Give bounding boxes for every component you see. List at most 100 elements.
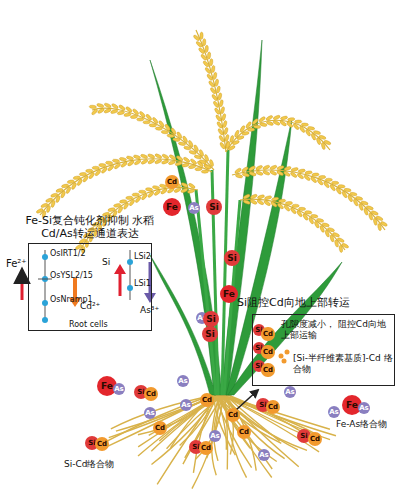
rice-grain [107, 164, 114, 171]
rice-grain [270, 201, 278, 208]
element-ball: Cd [261, 345, 274, 358]
rice-grain [250, 194, 258, 200]
element-symbol: As [178, 378, 188, 385]
element-symbol: As [145, 410, 155, 417]
rice-grain [206, 73, 213, 81]
rice-grain [255, 165, 263, 171]
element-symbol: Cd [155, 425, 165, 432]
rice-grain [314, 221, 320, 229]
rice-grain [318, 175, 325, 179]
rice-grain [380, 221, 388, 227]
root-strand [151, 394, 218, 465]
rice-grain [71, 182, 77, 190]
rice-grain [73, 176, 81, 180]
rice-grain [269, 170, 277, 176]
rice-grain [322, 222, 330, 227]
element-ball: Si [202, 326, 218, 342]
element-ball: Si [203, 311, 219, 327]
rice-grain [155, 127, 162, 131]
rice-grain [194, 154, 202, 159]
rice-grain [141, 193, 148, 200]
element-ball: Fe [220, 285, 238, 303]
rice-grain [271, 197, 279, 202]
rice-grain [313, 130, 321, 135]
rice-grain [161, 159, 169, 165]
rice-grain [101, 167, 108, 174]
element-ball: Cd [199, 441, 213, 455]
rice-grain [250, 199, 258, 205]
element-symbol: As [181, 402, 191, 409]
rice-grain [266, 121, 274, 126]
rice-grain [120, 161, 128, 168]
rice-grain [141, 159, 149, 165]
rice-grain [94, 169, 101, 177]
rice-grain [132, 108, 139, 115]
rice-grain [182, 135, 188, 143]
rice-grain [307, 126, 315, 130]
rice-grain [188, 165, 196, 169]
element-symbol: As [189, 205, 199, 212]
rice-grain [216, 121, 223, 129]
rice-grain [312, 173, 319, 177]
rice-grain [220, 106, 225, 114]
rice-grain [190, 158, 198, 165]
rice-grain [79, 172, 86, 176]
rice-grain [235, 174, 243, 179]
rice-grain [283, 205, 290, 212]
rice-grain [218, 93, 223, 101]
rice-grain [210, 87, 217, 95]
rice-grain [256, 170, 264, 176]
rice-grain [184, 146, 192, 151]
rice-grain [50, 192, 58, 197]
element-symbol: Cd [201, 445, 211, 452]
rice-grain [127, 160, 135, 167]
element-ball: Cd [266, 400, 280, 414]
element-ball: As [284, 386, 297, 399]
element-symbol: Fe [101, 382, 113, 391]
rice-grain [308, 217, 314, 225]
element-symbol: As [329, 409, 339, 416]
rice-grain [135, 196, 142, 204]
panel-box: Si阻控Cd向地上部转运孔隙度减小， 阻控Cd向地上部运输[Si-半纤维素基质]… [252, 314, 395, 386]
rice-grain [40, 202, 48, 208]
rice-grain [92, 166, 99, 169]
rice-grain [89, 105, 96, 109]
rice-grain [124, 113, 132, 117]
rice-grain [209, 58, 213, 66]
rice-grain [213, 101, 220, 109]
rice-grain [161, 130, 168, 134]
rice-grain [152, 117, 159, 125]
panel-text: [Si-半纤维素基质]-Cd 络合物 [293, 353, 393, 375]
rice-grain [344, 188, 352, 192]
rice-grain [147, 158, 155, 164]
rice-grain [262, 170, 270, 176]
rice-grain [234, 167, 242, 174]
rice-grain [216, 86, 221, 94]
rice-grain [303, 174, 311, 181]
rice-grain [361, 200, 369, 205]
rice-grain [169, 154, 177, 161]
annotation-label: LSi1 [134, 280, 151, 289]
annotation-label: Fe-As络合物 [336, 420, 387, 430]
rice-grain [217, 128, 224, 136]
rice-grain [229, 135, 234, 143]
rice-grain [278, 199, 286, 203]
rice-grain [332, 181, 339, 185]
rice-grain [208, 80, 215, 88]
rice-grain [305, 129, 311, 137]
rice-grain [285, 201, 292, 205]
rice-grain [321, 142, 326, 150]
rice-grain [154, 189, 162, 196]
rice-grain [134, 159, 142, 166]
rice-grain [195, 167, 202, 171]
element-ball: As [258, 449, 271, 462]
rice-grain [215, 114, 222, 122]
rice-grain [302, 213, 309, 221]
rice-grain [200, 54, 207, 61]
rice-grain [204, 67, 211, 75]
rice-grain [195, 41, 202, 48]
rice-grain [126, 155, 134, 160]
element-ball: As [113, 383, 126, 396]
rice-grain [283, 171, 291, 178]
rice-grain [61, 184, 69, 189]
